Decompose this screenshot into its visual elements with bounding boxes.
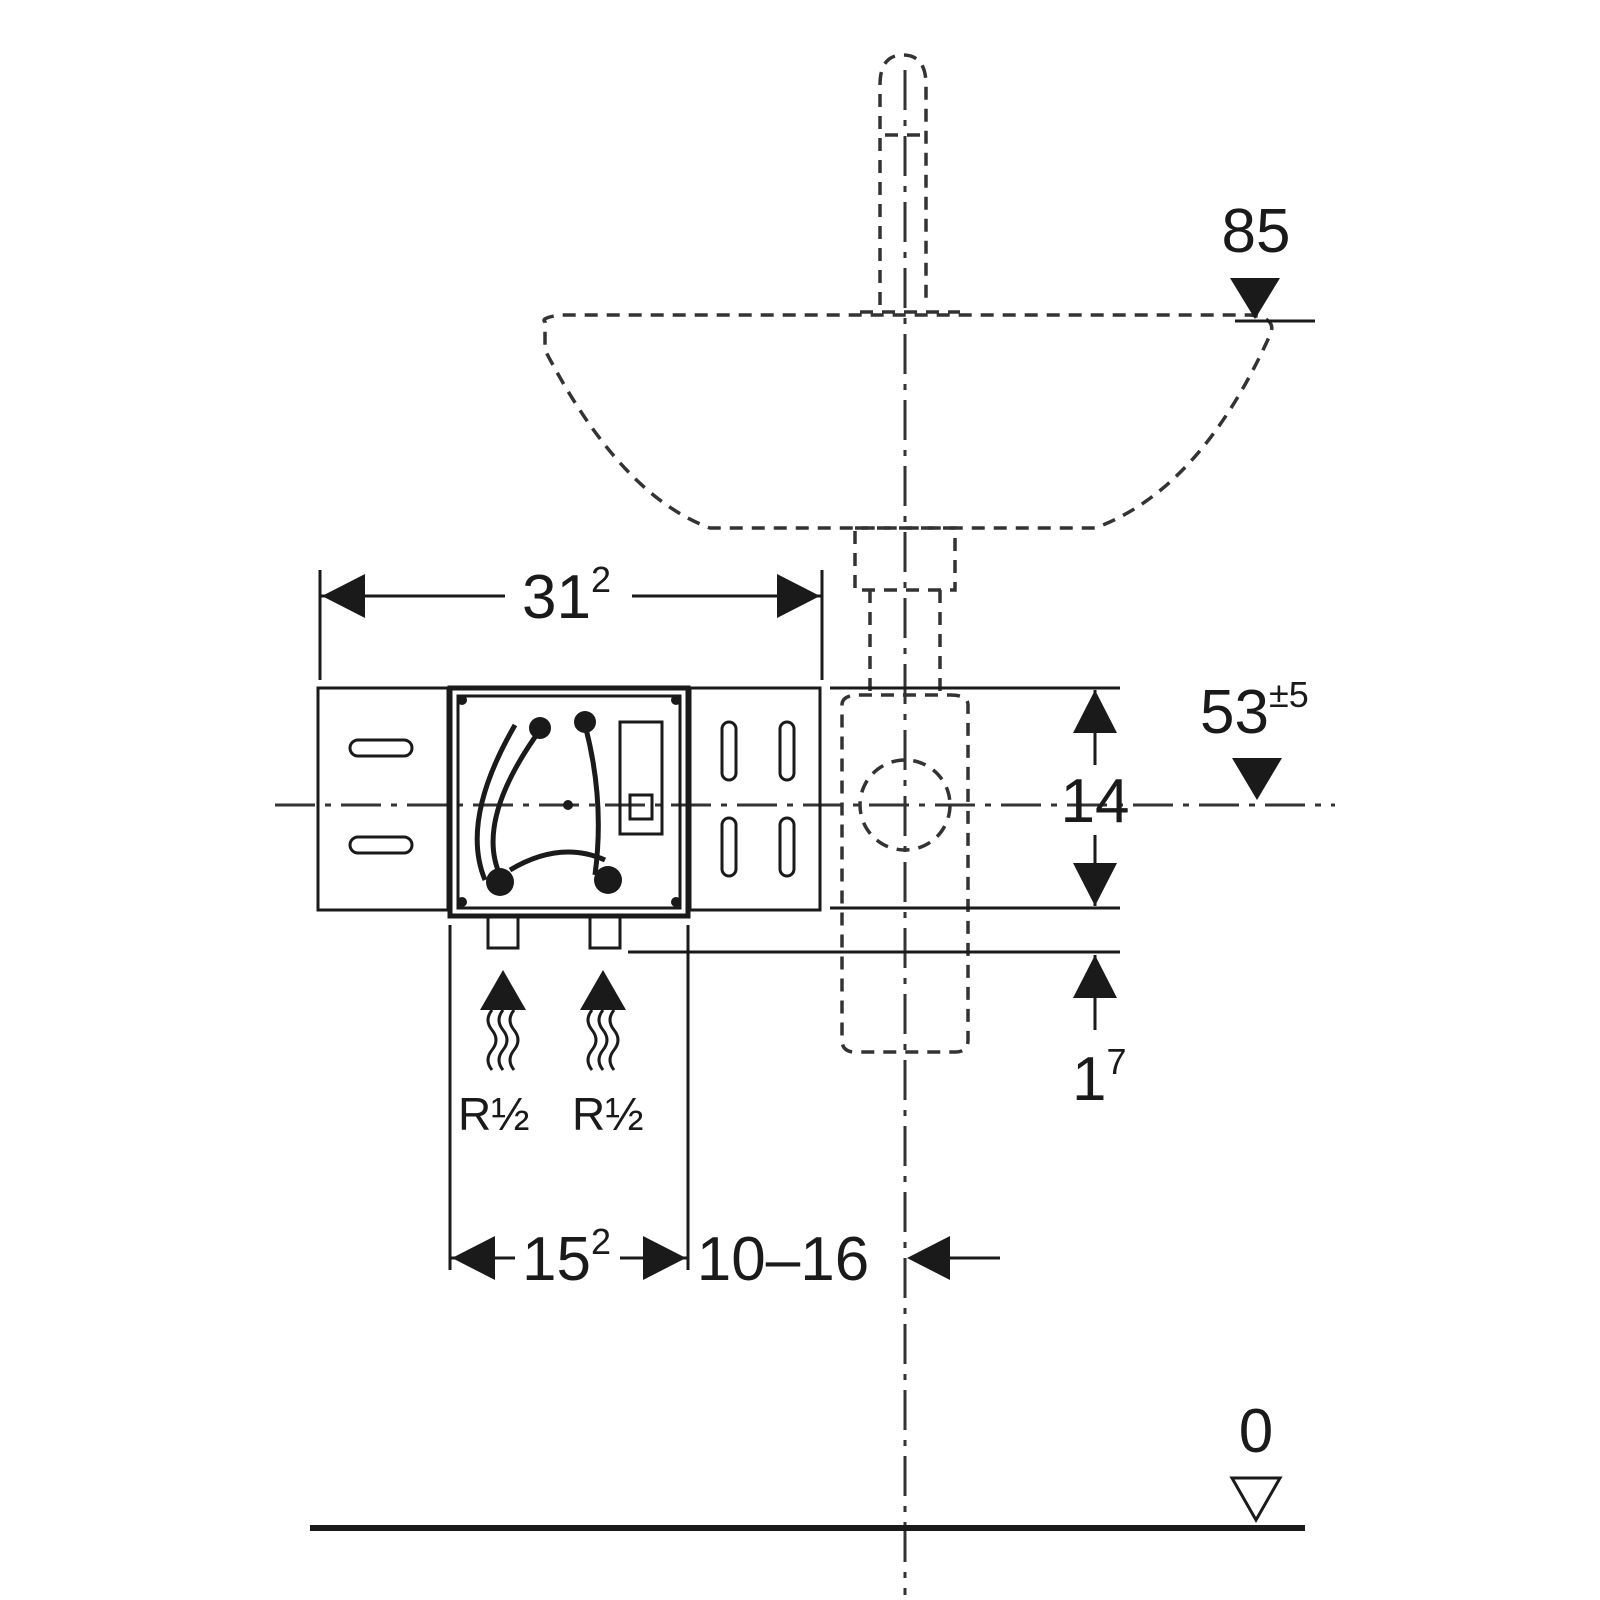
wavy-line-3 (508, 1009, 520, 1071)
inlet-right-arrowhead-icon (580, 970, 626, 1010)
inlet-right-label: R½ (572, 1088, 644, 1140)
inlet-left-arrow (480, 970, 526, 1071)
screw-tr (671, 695, 681, 705)
left-plate-slot-lower (348, 835, 414, 855)
valve-bottom-left (486, 868, 514, 896)
siphon-outline (840, 693, 970, 1054)
waste-pipe-outline (868, 590, 942, 695)
level-top-label: 85 (1222, 197, 1291, 266)
width-inlets-label: 152 (522, 1221, 611, 1294)
connection-level-marker-icon (1232, 758, 1282, 800)
washbasin-outline (542, 313, 1274, 530)
internal-hose-left (490, 728, 543, 877)
screw-br (671, 897, 681, 907)
center-point (563, 800, 573, 810)
axis-distance-label: 10–16 (697, 1225, 869, 1294)
wavy-line-5 (597, 1009, 609, 1071)
right-plate-slot-2 (778, 720, 796, 782)
left-plate-slot-upper (348, 738, 414, 758)
width-main-label: 312 (522, 559, 611, 632)
inlet-right-arrow (580, 970, 626, 1071)
inlet-fitting-left (486, 914, 520, 950)
right-plate-slot-4 (778, 816, 796, 878)
dim-inlet-arrow-right-icon (643, 1236, 686, 1280)
dim-offset-arrow-icon (1073, 955, 1117, 998)
valve-housing (447, 685, 691, 919)
left-mounting-plate (316, 686, 450, 912)
inlet-left-label: R½ (458, 1088, 530, 1140)
right-plate-slot-1 (720, 720, 738, 782)
dim-axis-arrow-icon (907, 1236, 950, 1280)
solenoid-detail (628, 793, 654, 821)
internal-hose-loop (508, 849, 607, 873)
dim-arrow-left-icon (322, 574, 365, 618)
dim-arrow-up-icon (1073, 690, 1117, 733)
waste-valve-outline (853, 526, 957, 592)
right-plate-slot-3 (720, 816, 738, 878)
height-box-label: 14 (1061, 767, 1130, 836)
top-level-marker-icon (1230, 278, 1280, 319)
dim-arrow-down-icon (1073, 863, 1117, 906)
mounting-box (316, 685, 822, 950)
internal-hose-left-outer (474, 723, 518, 881)
screw-bl (457, 897, 467, 907)
dim-arrow-right-icon (777, 574, 820, 618)
right-mounting-plate (688, 686, 822, 912)
inlet-left-arrowhead-icon (480, 970, 526, 1010)
wavy-line-6 (608, 1009, 620, 1071)
wavy-line-4 (586, 1009, 598, 1071)
faucet-outline (878, 53, 928, 305)
inlet-fitting-right (588, 914, 622, 950)
level-connection-label: 53±5 (1200, 674, 1309, 747)
offset-bottom-label: 17 (1072, 1041, 1127, 1114)
floor-level-label: 0 (1239, 1397, 1273, 1466)
solenoid-module (618, 720, 664, 836)
floor-level-marker-icon (1229, 1476, 1283, 1524)
valve-housing-inner (456, 694, 682, 910)
valve-top-right (574, 711, 596, 733)
screw-tl (457, 695, 467, 705)
wavy-line-2 (497, 1009, 509, 1071)
dim-inlet-arrow-left-icon (452, 1236, 495, 1280)
wavy-line-1 (486, 1009, 498, 1071)
valve-bottom-right (594, 866, 622, 894)
valve-top-left (529, 717, 551, 739)
